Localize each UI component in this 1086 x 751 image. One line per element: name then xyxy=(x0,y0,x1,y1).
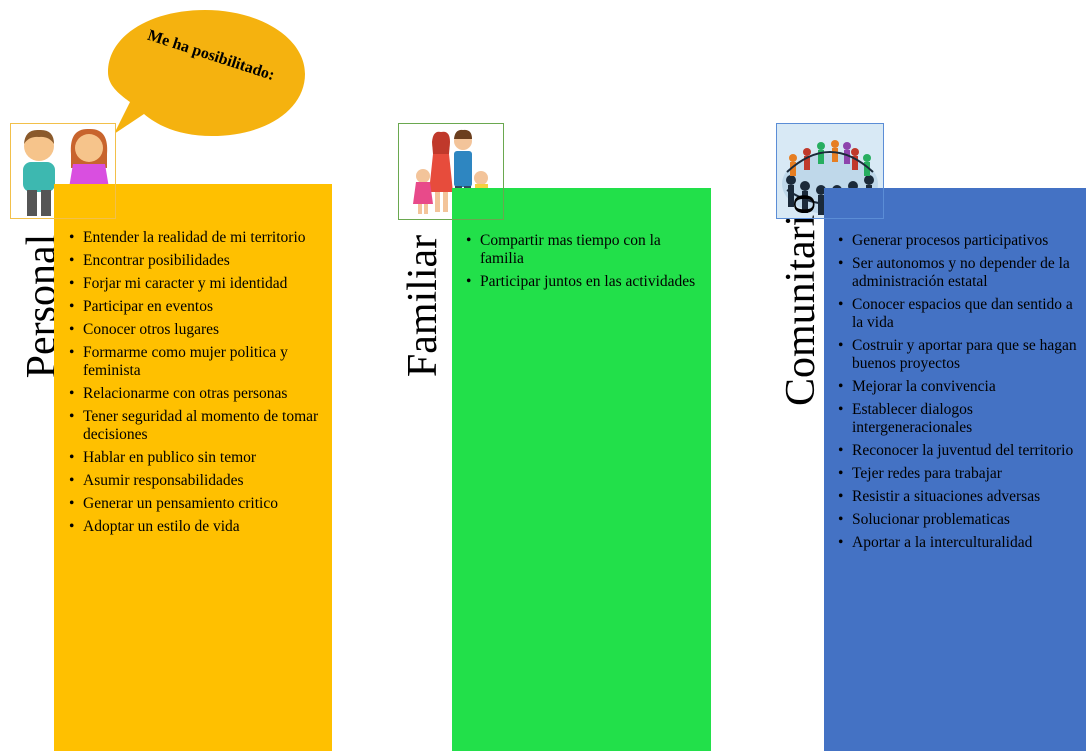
familiar-icon-overlay xyxy=(398,123,504,220)
list-item: Adoptar un estilo de vida xyxy=(67,518,322,536)
list-item: Aportar a la interculturalidad xyxy=(836,534,1086,552)
section-label-familiar: Familiar xyxy=(400,234,446,378)
familiar-panel: Compartir mas tiempo con la familia Part… xyxy=(452,188,711,751)
list-item: Conocer espacios que dan sentido a la vi… xyxy=(836,296,1086,332)
list-item: Tener seguridad al momento de tomar deci… xyxy=(67,408,322,444)
list-item: Relacionarme con otras personas xyxy=(67,385,322,403)
personal-list: Entender la realidad de mi territorio En… xyxy=(67,229,322,536)
list-item: Establecer dialogos intergeneracionales xyxy=(836,401,1086,437)
section-label-comunitario: Comunitario xyxy=(778,193,824,406)
list-item: Formarme como mujer politica y feminista xyxy=(67,344,322,380)
list-item: Reconocer la juventud del territorio xyxy=(836,442,1086,460)
list-item: Conocer otros lugares xyxy=(67,321,322,339)
list-item: Generar un pensamiento critico xyxy=(67,495,322,513)
list-item: Compartir mas tiempo con la familia xyxy=(464,232,701,268)
list-item: Costruir y aportar para que se hagan bue… xyxy=(836,337,1086,373)
comunitario-list: Generar procesos participativos Ser auto… xyxy=(836,232,1086,552)
list-item: Mejorar la convivencia xyxy=(836,378,1086,396)
list-item: Encontrar posibilidades xyxy=(67,252,322,270)
list-item: Solucionar problematicas xyxy=(836,511,1086,529)
list-item: Participar juntos en las actividades xyxy=(464,273,701,291)
list-item: Participar en eventos xyxy=(67,298,322,316)
list-item: Hablar en publico sin temor xyxy=(67,449,322,467)
personal-icon-overlay xyxy=(10,123,116,219)
personal-panel: Entender la realidad de mi territorio En… xyxy=(54,184,332,751)
list-item: Asumir responsabilidades xyxy=(67,472,322,490)
list-item: Forjar mi caracter y mi identidad xyxy=(67,275,322,293)
speech-bubble-shape xyxy=(108,10,305,136)
comunitario-panel: Generar procesos participativos Ser auto… xyxy=(824,188,1086,751)
comunitario-icon-overlay xyxy=(776,123,884,219)
list-item: Tejer redes para trabajar xyxy=(836,465,1086,483)
list-item: Entender la realidad de mi territorio xyxy=(67,229,322,247)
list-item: Resistir a situaciones adversas xyxy=(836,488,1086,506)
list-item: Generar procesos participativos xyxy=(836,232,1086,250)
speech-bubble: Me ha posibilitado: xyxy=(100,6,310,138)
list-item: Ser autonomos y no depender de la admini… xyxy=(836,255,1086,291)
familiar-list: Compartir mas tiempo con la familia Part… xyxy=(464,232,701,291)
